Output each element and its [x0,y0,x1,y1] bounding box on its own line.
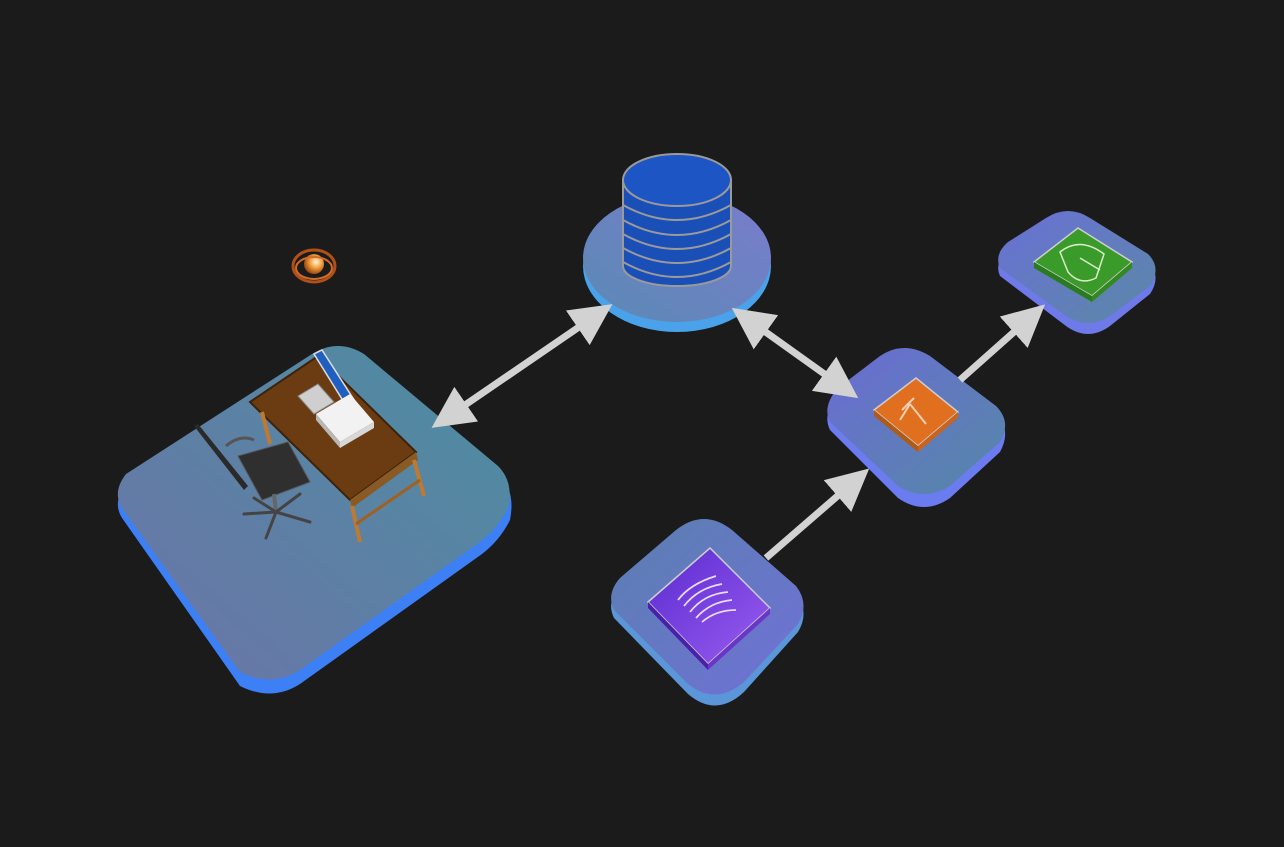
lambda-icon [872,377,960,452]
planet-icon [291,248,337,284]
desk-chair-icon [194,349,426,543]
workspace-node[interactable] [117,346,512,694]
workspace-platform [117,346,510,680]
edge-workspace-database [431,304,613,428]
lambda-node[interactable] [827,348,1006,507]
stream-icon [646,546,772,670]
database-node[interactable] [583,153,771,332]
edge-database-lambda [731,307,859,399]
edge-stream-lambda [763,468,870,561]
bucket-icon [1032,227,1134,302]
bucket-node[interactable] [998,211,1156,334]
stream-node[interactable] [611,519,804,706]
database-icon [622,153,732,287]
connectors [431,304,1046,561]
edge-lambda-bucket [957,304,1046,383]
